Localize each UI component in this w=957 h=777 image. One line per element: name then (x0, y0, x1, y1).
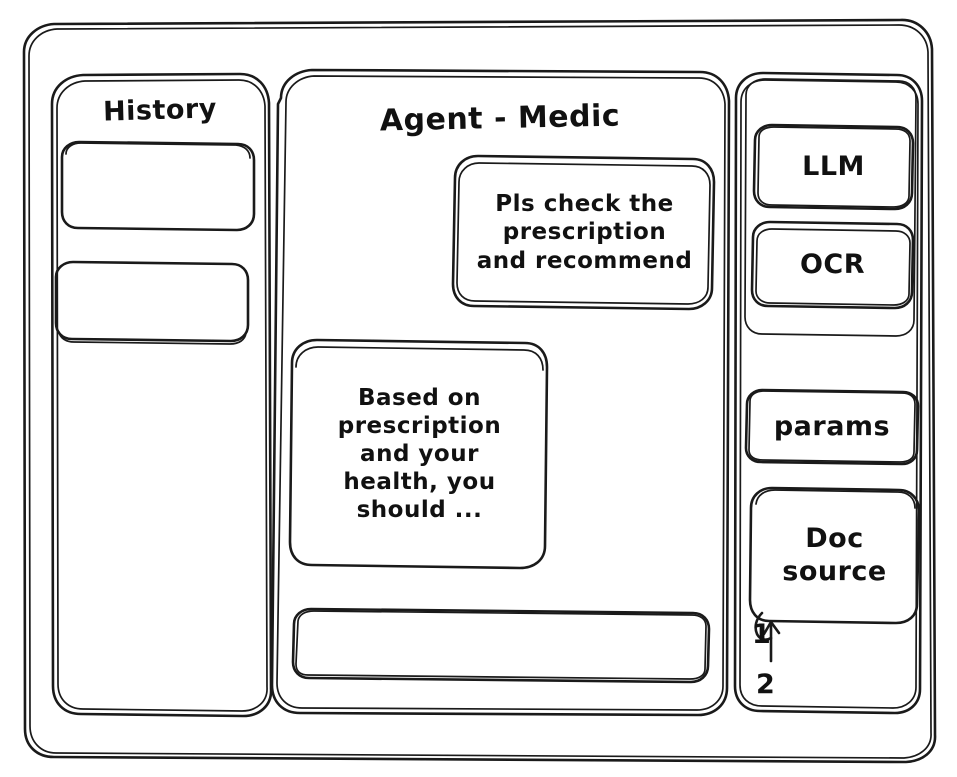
tool-button-llm-label: LLM (802, 150, 865, 182)
tool-button-params[interactable]: params (746, 390, 918, 464)
tool-button-ocr[interactable]: OCR (752, 222, 913, 308)
tool-button-ocr-label: OCR (799, 248, 866, 280)
assistant-message-bubble: Based on prescription and your health, y… (292, 340, 547, 568)
doc-source-box[interactable]: Doc source (750, 488, 919, 623)
doc-source-item-1-number: 1 (752, 618, 772, 650)
assistant-message-text: Based on prescription and your health, y… (337, 384, 502, 524)
history-item-2[interactable] (56, 262, 248, 341)
sidebar-title: History (102, 92, 218, 128)
tool-button-llm[interactable]: LLM (754, 125, 913, 209)
message-input[interactable] (294, 609, 709, 682)
doc-source-item-2-number: 2 (756, 668, 776, 700)
doc-source-item-1[interactable]: 1 (752, 616, 786, 654)
page-title: Agent - Medic (379, 98, 621, 139)
user-message-bubble: Pls check the prescription and recommend (455, 156, 714, 309)
tool-button-params-label: params (773, 410, 891, 442)
history-item-1[interactable] (62, 142, 254, 230)
user-message-text: Pls check the prescription and recommend (476, 191, 693, 274)
doc-source-label: Doc source (782, 522, 887, 587)
doc-source-item-2[interactable]: 2 (756, 666, 790, 704)
